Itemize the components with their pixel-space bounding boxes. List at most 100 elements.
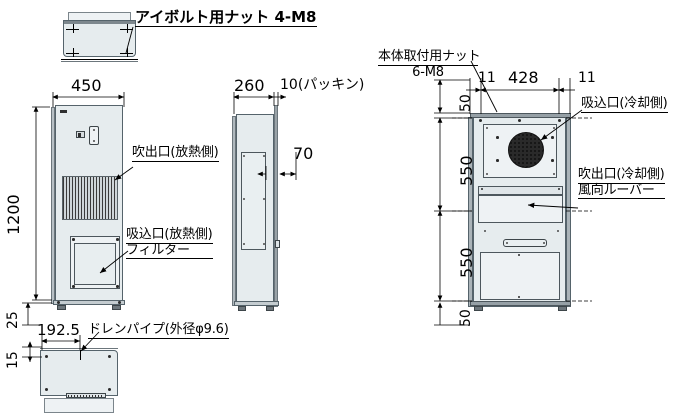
dim-rear-mid-lower: 550 bbox=[457, 247, 476, 278]
label-drain-pipe: ドレンパイプ(外径φ9.6) bbox=[88, 322, 229, 339]
dim-bottom-drain-offset: 192.5 bbox=[37, 321, 80, 339]
rear-lower-access-door bbox=[480, 252, 560, 300]
side-packing-strip bbox=[274, 105, 278, 307]
bottom-bolt-tr bbox=[108, 355, 111, 358]
suction-filter-inner bbox=[74, 243, 116, 285]
label-discharge-cool-text: 吹出口(冷却側) bbox=[578, 167, 665, 184]
drain-pipe-mark bbox=[80, 350, 81, 360]
dim-rear-left-margin: 11 bbox=[478, 70, 496, 86]
dim-front-height: 1200 bbox=[4, 194, 23, 235]
rear-top-rail bbox=[470, 113, 571, 118]
suction-panel-bolt-bl bbox=[496, 159, 499, 162]
louver-bolt-r bbox=[558, 188, 560, 190]
rear-top-bolt-3 bbox=[558, 119, 561, 122]
rear-handle-dot-r bbox=[543, 242, 545, 244]
eyebolt-nut-mark-br bbox=[120, 48, 133, 57]
top-view-edge-band bbox=[64, 21, 135, 24]
side-bottom-rail bbox=[234, 301, 279, 306]
filter-bolt-tr bbox=[116, 238, 119, 241]
rear-handle-dot-l bbox=[506, 242, 508, 244]
front-foot-left bbox=[57, 305, 66, 310]
louver-top-bar bbox=[478, 186, 563, 195]
rear-body-dot-l bbox=[484, 230, 486, 232]
label-discharge-cool-side: 吹出口(冷却側) 風向ルーバー bbox=[578, 167, 665, 200]
rear-top-bolt-2 bbox=[518, 119, 521, 122]
label-suction-heat-side: 吸込口(放熱側) フィルター bbox=[126, 227, 213, 260]
side-panel-dot-3 bbox=[243, 198, 245, 200]
suction-panel-dot-tl bbox=[486, 127, 488, 129]
side-panel-dot-2 bbox=[263, 155, 265, 157]
discharge-louver-cool-side bbox=[478, 195, 563, 223]
suction-panel-dot-tr bbox=[553, 127, 555, 129]
front-control-display-inner bbox=[77, 132, 81, 137]
front-handle-dot-top bbox=[93, 129, 95, 131]
front-top-tab bbox=[60, 110, 67, 113]
bottom-bolt-bl bbox=[45, 388, 48, 391]
dim-front-width: 450 bbox=[71, 76, 102, 95]
label-filter-text: フィルター bbox=[126, 243, 213, 260]
label-body-mount-nut-line1: 本体取付用ナット bbox=[378, 49, 481, 66]
label-discharge-heat-side: 吹出口(放熱側) bbox=[132, 145, 219, 162]
rear-handle-bar bbox=[503, 239, 547, 247]
eyebolt-nut-mark-bl bbox=[66, 48, 79, 57]
top-view-base-line-2 bbox=[61, 61, 138, 62]
bottom-view-plate bbox=[40, 350, 118, 396]
bottom-bolt-br bbox=[108, 388, 111, 391]
label-suction-cool-side: 吸込口(冷却側) bbox=[581, 96, 668, 113]
top-view-body-plate bbox=[63, 20, 136, 57]
bottom-view-top-line bbox=[40, 348, 118, 349]
label-suction-heat-text: 吸込口(放熱側) bbox=[126, 227, 213, 244]
side-panel-dot-5 bbox=[243, 243, 245, 245]
suction-panel-dot-bl bbox=[486, 173, 488, 175]
side-foot-right bbox=[266, 306, 274, 311]
front-handle bbox=[89, 126, 99, 145]
front-bottom-rail bbox=[53, 300, 125, 305]
front-handle-dot-bottom bbox=[93, 140, 95, 142]
cooling-fan-perforated-grille bbox=[508, 132, 544, 168]
rear-foot-right bbox=[558, 306, 567, 311]
side-panel-dot-6 bbox=[263, 243, 265, 245]
label-eyebolt-nut: アイボルト用ナット 4-M8 bbox=[135, 8, 317, 27]
side-foot-left bbox=[238, 306, 246, 311]
bottom-terminal-teeth bbox=[68, 394, 104, 397]
rear-foot-left bbox=[474, 306, 483, 311]
side-panel-dot-1 bbox=[243, 155, 245, 157]
front-rail-bolt-r bbox=[118, 301, 121, 304]
dim-side-depth: 260 bbox=[234, 76, 265, 95]
eyebolt-nut-mark-tr bbox=[120, 24, 133, 33]
rear-body-dot-r bbox=[557, 230, 559, 232]
suction-panel-bolt-br bbox=[551, 159, 554, 162]
rear-top-bolt-1 bbox=[479, 119, 482, 122]
front-rail-bolt-l bbox=[57, 301, 60, 304]
bottom-bolt-tl bbox=[45, 355, 48, 358]
rear-bottom-rail bbox=[470, 301, 571, 306]
filter-bolt-bl bbox=[72, 285, 75, 288]
dim-rear-right-margin: 11 bbox=[578, 70, 596, 86]
suction-panel-bolt-tr bbox=[551, 136, 554, 139]
dim-rear-mid-upper: 550 bbox=[457, 155, 476, 186]
side-latch bbox=[275, 240, 280, 248]
label-body-mount-nut-line2: 6-M8 bbox=[412, 64, 444, 80]
filter-bolt-br bbox=[116, 285, 119, 288]
suction-panel-dot-br bbox=[553, 173, 555, 175]
front-foot-right bbox=[112, 305, 121, 310]
filter-bolt-tl bbox=[72, 238, 75, 241]
dim-side-inner: 70 bbox=[293, 144, 314, 163]
louver-bolt-l bbox=[481, 188, 483, 190]
dim-rear-width: 428 bbox=[508, 68, 539, 87]
rear-right-post bbox=[566, 117, 571, 307]
dim-rear-bottom: 50 bbox=[458, 309, 474, 327]
front-control-display bbox=[76, 131, 85, 138]
bottom-view-flange bbox=[44, 398, 114, 413]
dim-rear-top: 50 bbox=[458, 94, 474, 112]
eyebolt-nut-mark-tl bbox=[66, 24, 79, 33]
side-panel-dot-4 bbox=[263, 198, 265, 200]
discharge-grille-heat-side bbox=[62, 176, 118, 220]
dim-bottom-drain-edge: 15 bbox=[5, 351, 21, 369]
dim-side-packing: 10(パッキン) bbox=[280, 77, 365, 93]
side-access-panel bbox=[241, 152, 266, 250]
rear-door-bolt-bottom bbox=[518, 296, 520, 298]
rear-door-bolt-top bbox=[518, 254, 520, 256]
suction-panel-bolt-tl bbox=[496, 136, 499, 139]
